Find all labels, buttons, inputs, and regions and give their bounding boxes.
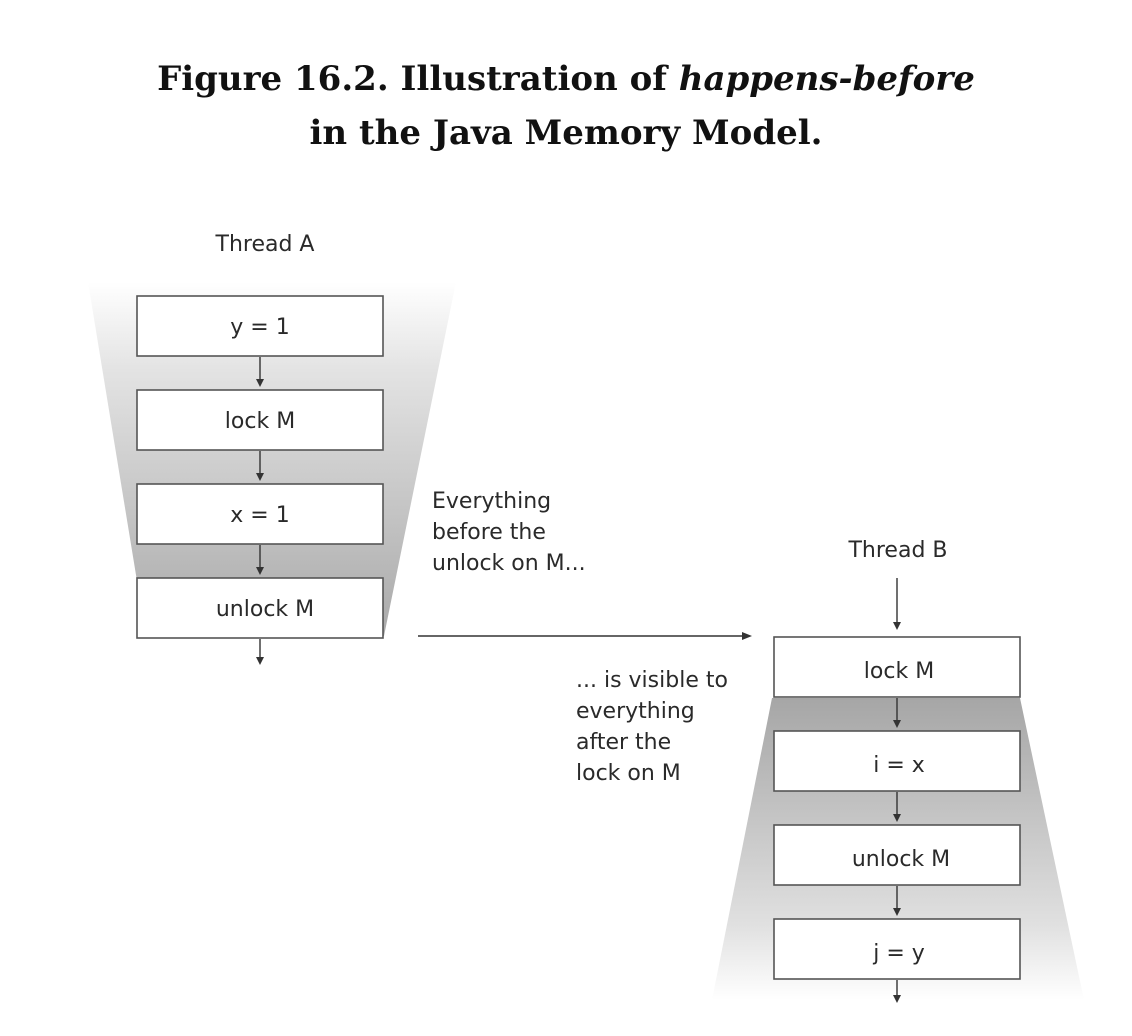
thread-a-step-2: lock M <box>136 389 384 451</box>
thread-b-step-3-text: unlock M <box>852 847 950 872</box>
thread-a-label: Thread A <box>215 232 315 257</box>
thread-a-step-4: unlock M <box>136 577 384 639</box>
happens-before-arrow <box>418 632 752 640</box>
thread-a-step-3: x = 1 <box>136 483 384 545</box>
annotation-before-line-1: Everything <box>432 489 551 514</box>
thread-b-arrow-3 <box>893 886 901 916</box>
annotation-before: Everything before the unlock on M... <box>432 489 586 576</box>
thread-a-funnel <box>88 282 456 636</box>
thread-b-arrow-out <box>893 980 901 1003</box>
thread-a-arrow-3 <box>256 545 264 575</box>
thread-a-arrow-2 <box>256 451 264 481</box>
thread-b-step-2-text: i = x <box>873 753 925 778</box>
thread-b-arrow-1 <box>893 698 901 728</box>
annotation-after: ... is visible to everything after the l… <box>576 668 735 786</box>
thread-a-step-3-text: x = 1 <box>230 503 289 528</box>
thread-b-step-1-text: lock M <box>864 659 934 684</box>
annotation-after-line-2: everything <box>576 699 695 724</box>
annotation-after-line-1: ... is visible to <box>576 668 728 693</box>
thread-a-step-1: y = 1 <box>136 295 384 357</box>
thread-b-step-4-text: j = y <box>872 941 925 966</box>
annotation-before-line-3: unlock on M... <box>432 551 586 576</box>
figure-title-line-2: in the Java Memory Model. <box>309 113 823 153</box>
thread-a-arrow-1 <box>256 357 264 387</box>
thread-b-step-1: lock M <box>773 636 1021 698</box>
figure-title-emphasis: happens-before <box>678 59 975 99</box>
annotation-before-line-2: before the <box>432 520 546 545</box>
thread-b-arrow-in <box>893 578 901 630</box>
thread-b-step-3: unlock M <box>773 824 1021 886</box>
thread-a-arrow-out <box>256 639 264 665</box>
thread-a-step-2-text: lock M <box>225 409 295 434</box>
thread-b-step-2: i = x <box>773 730 1021 792</box>
annotation-after-line-3: after the <box>576 730 671 755</box>
thread-a-step-4-text: unlock M <box>216 597 314 622</box>
annotation-after-line-4: lock on M <box>576 761 681 786</box>
figure-title-line-1: Figure 16.2. Illustration of happens-bef… <box>0 52 1132 106</box>
thread-a-step-1-text: y = 1 <box>230 315 289 340</box>
figure-title-prefix: Figure 16.2. Illustration of <box>157 59 679 99</box>
thread-b-label: Thread B <box>847 538 947 563</box>
thread-b-arrow-2 <box>893 792 901 822</box>
thread-b-step-4: j = y <box>773 918 1021 980</box>
figure-title: Figure 16.2. Illustration of happens-bef… <box>0 52 1132 160</box>
